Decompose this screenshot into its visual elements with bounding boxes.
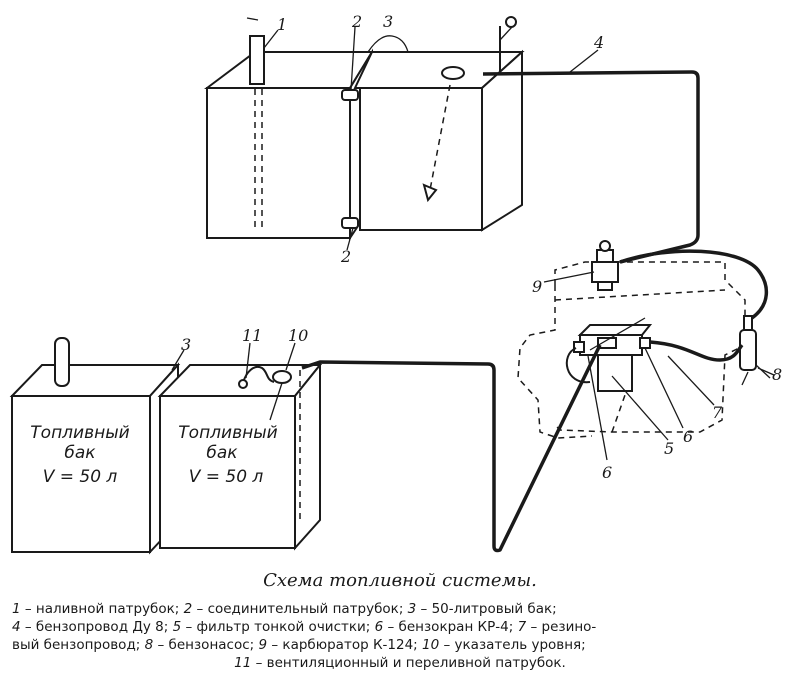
callout-3-top: 3 [383,12,393,31]
callout-6-b: 6 [602,463,612,482]
tank-right-label-line2: бак [206,443,238,463]
figure-legend: 1 – наливной патрубок; 2 – соединительны… [12,600,788,672]
legend-text: вый бензопровод; [12,637,145,653]
callout-8: 8 [772,365,782,384]
legend-number: 6 [374,619,384,635]
legend-number: 3 [407,601,417,617]
legend-line-2: 4 – бензопровод Ду 8; 5 – фильтр тонкой … [12,618,788,636]
tank-left-label: Топливный бак V = 50 л [30,423,129,487]
legend-text: – резино- [526,619,597,635]
lower-tank-right [157,362,323,551]
legend-line-4: 11 – вентиляционный и переливной патрубо… [12,654,788,672]
legend-number: 9 [258,637,268,653]
filter-loop [565,347,591,384]
carburetor [591,240,619,291]
callout-1: 1 [277,15,287,34]
legend-text: – 50-литровый бак; [416,601,557,617]
rubber-fuel-line [619,249,768,320]
legend-number: 4 [12,619,21,635]
tank-left-label-line1: Топливный [30,423,129,443]
rubber-fuel-line-2 [649,340,744,362]
tank-left-label-line2: бак [64,443,96,463]
callout-4: 4 [593,33,604,52]
tank-left-label-line3: V = 50 л [43,467,118,487]
callout-10: 10 [288,326,308,345]
fuel-line-upper [482,70,700,264]
legend-text: – соединительный патрубок; [192,601,408,617]
legend-text: – бензокран КР-4; [383,619,518,635]
fuel-line-lower [301,344,602,553]
callout-6-a: 6 [683,427,693,446]
callout-3-bottom: 3 [181,335,191,354]
tank-right-label-line3: V = 50 л [189,467,264,487]
legend-number: 2 [183,601,193,617]
fuel-pump [739,315,771,386]
legend-number: 5 [172,619,182,635]
fuel-filter [577,324,653,392]
legend-text: – наливной патрубок; [20,601,184,617]
legend-number: 11 [234,655,252,671]
level-gauge [269,370,292,421]
tank-right-label: Топливный бак V = 50 л [178,423,277,487]
fuel-system-diagram: 1 2 2 3 4 9 3 11 10 5 6 6 7 8 Топливный … [9,12,782,555]
callout-11: 11 [242,326,262,345]
fuel-cock-right [639,337,651,349]
fuel-cock-left [573,341,585,353]
filter-diagonal [589,317,646,351]
legend-number: 10 [422,637,440,653]
connecting-pipe-bottom [341,217,359,229]
callout-7: 7 [712,403,723,422]
legend-number: 8 [144,637,154,653]
callout-2-bottom: 2 [340,247,351,266]
legend-text: – вентиляционный и переливной патрубок. [251,655,566,671]
upper-outlet-valve [499,16,517,72]
figure-title: Схема топливной системы. [263,570,537,591]
connecting-pipe-top [341,89,359,101]
legend-text: – указатель уровня; [439,637,586,653]
legend-text: – бензонасос; [153,637,259,653]
leader-lines [171,26,775,461]
tank-right-label-line1: Топливный [178,423,277,443]
callout-2-top: 2 [351,12,362,31]
upper-tank-right [353,49,525,232]
callout-5: 5 [664,439,674,458]
legend-line-1: 1 – наливной патрубок; 2 – соединительны… [12,600,788,618]
callout-9: 9 [532,277,542,296]
legend-number: 7 [517,619,527,635]
upper-tank-left [204,48,374,242]
legend-text: – бензопровод Ду 8; [20,619,173,635]
legend-number: 1 [12,601,21,617]
legend-text: – фильтр тонкой очистки; [181,619,375,635]
upper-cap [422,66,465,203]
legend-text: – карбюратор К-124; [267,637,423,653]
filler-neck [246,17,265,230]
legend-line-3: вый бензопровод; 8 – бензонасос; 9 – кар… [12,636,788,654]
